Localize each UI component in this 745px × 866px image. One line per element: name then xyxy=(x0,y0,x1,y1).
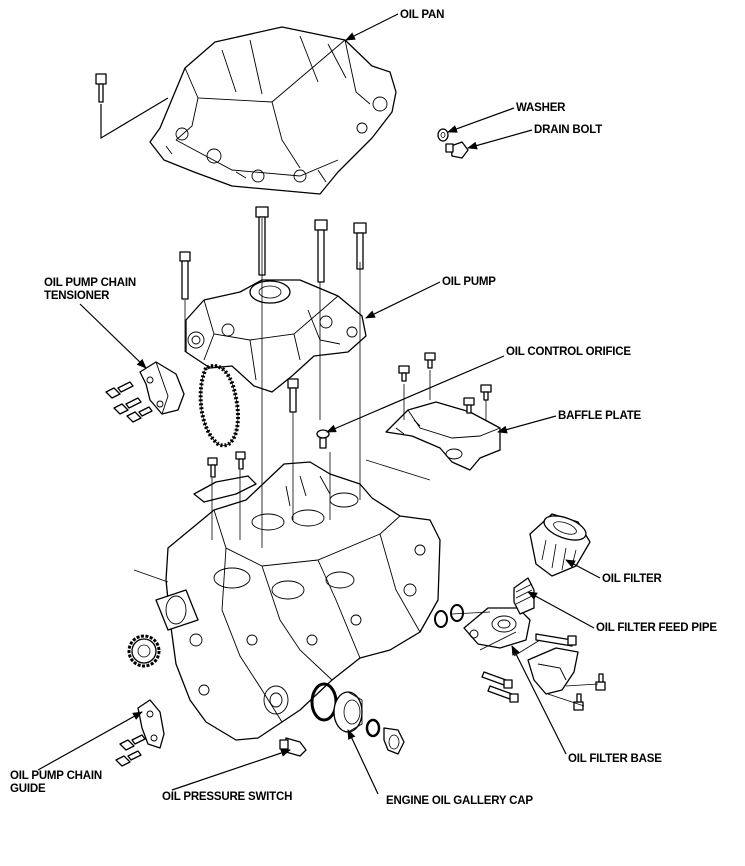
oil-pump xyxy=(185,279,367,393)
alignment-lines xyxy=(184,218,599,707)
label-oil-filter-feed-pipe: OIL FILTER FEED PIPE xyxy=(596,622,717,634)
tensioner-bolts xyxy=(105,381,153,423)
engine-oil-gallery-cap xyxy=(333,691,363,733)
label-oil-pan: OIL PAN xyxy=(400,9,445,21)
oil-filter-base xyxy=(463,607,531,649)
oil-pump-chain-guide xyxy=(137,699,165,749)
gallery-plug-bolt xyxy=(383,727,405,755)
label-washer: WASHER xyxy=(516,102,566,114)
oil-filter xyxy=(529,513,591,577)
filter-base-o-rings xyxy=(434,604,464,628)
label-oil-pump-chain-tensioner: OIL PUMP CHAIN TENSIONER xyxy=(44,277,136,302)
label-oil-filter-base: OIL FILTER BASE xyxy=(568,753,662,765)
oil-pump-chain xyxy=(198,364,240,448)
chain-guide-plate xyxy=(193,451,257,503)
baffle-plate xyxy=(385,401,501,471)
washer xyxy=(437,128,449,142)
crankshaft-sprocket xyxy=(127,569,199,668)
oil-pan-bolt xyxy=(95,73,169,140)
filter-base-bolts xyxy=(481,633,606,711)
small-o-ring xyxy=(365,718,381,738)
label-oil-pump-chain-guide: OIL PUMP CHAIN GUIDE xyxy=(10,770,102,795)
label-drain-bolt: DRAIN BOLT xyxy=(534,124,603,136)
o-ring-large xyxy=(310,682,338,722)
engine-block xyxy=(165,461,441,741)
oil-pump-chain-tensioner xyxy=(139,361,185,415)
oil-pressure-switch xyxy=(279,737,307,757)
baffle-plate-bolts xyxy=(398,352,492,414)
leader-lines xyxy=(37,13,601,795)
oil-pan xyxy=(149,26,397,195)
chain-guide-bolts xyxy=(115,734,146,767)
label-engine-oil-gallery-cap: ENGINE OIL GALLERY CAP xyxy=(386,795,533,807)
label-baffle-plate: BAFFLE PLATE xyxy=(558,410,641,422)
oil-filter-feed-pipe xyxy=(513,577,535,615)
label-oil-pump: OIL PUMP xyxy=(442,276,496,288)
label-oil-control-orifice: OIL CONTROL ORIFICE xyxy=(506,346,631,358)
drain-bolt xyxy=(445,141,469,159)
oil-control-orifice xyxy=(316,429,330,449)
label-oil-pressure-switch: OIL PRESSURE SWITCH xyxy=(162,791,293,803)
filter-bracket xyxy=(527,647,579,695)
label-oil-filter: OIL FILTER xyxy=(602,573,662,585)
oil-pump-bolts xyxy=(179,206,367,413)
